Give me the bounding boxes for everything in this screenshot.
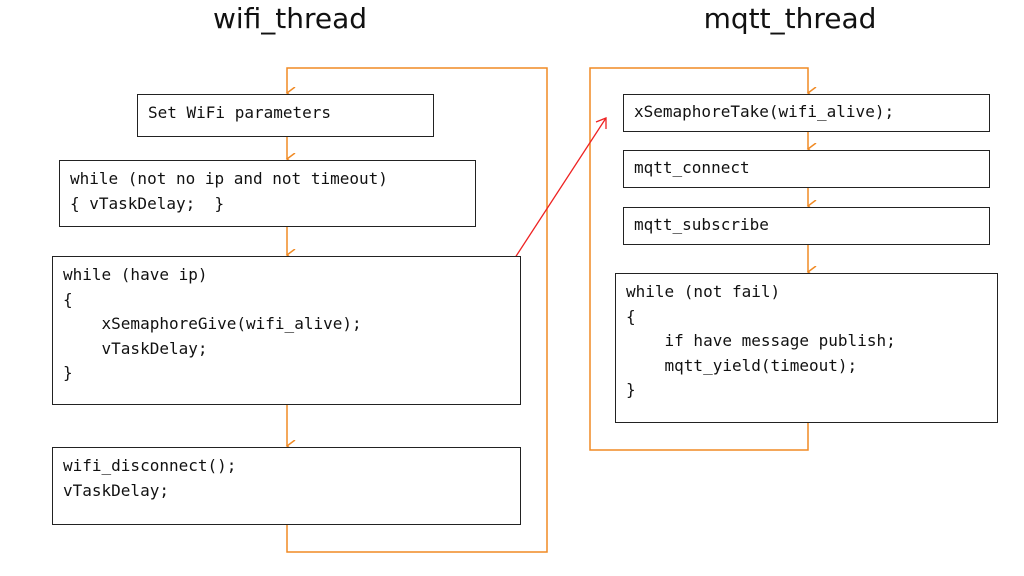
step-wifi-disconnect: wifi_disconnect(); vTaskDelay; <box>52 447 521 525</box>
wifi-thread-title: wifi_thread <box>212 2 368 35</box>
mqtt-thread-title: mqtt_thread <box>703 2 877 35</box>
step-mqtt-connect: mqtt_connect <box>623 150 990 188</box>
step-mqtt-loop: while (not fail) { if have message publi… <box>615 273 998 423</box>
step-semaphore-take: xSemaphoreTake(wifi_alive); <box>623 94 990 132</box>
step-wait-for-ip: while (not no ip and not timeout) { vTas… <box>59 160 476 227</box>
step-mqtt-subscribe: mqtt_subscribe <box>623 207 990 245</box>
step-set-wifi-parameters: Set WiFi parameters <box>137 94 434 137</box>
step-have-ip-loop: while (have ip) { xSemaphoreGive(wifi_al… <box>52 256 521 405</box>
